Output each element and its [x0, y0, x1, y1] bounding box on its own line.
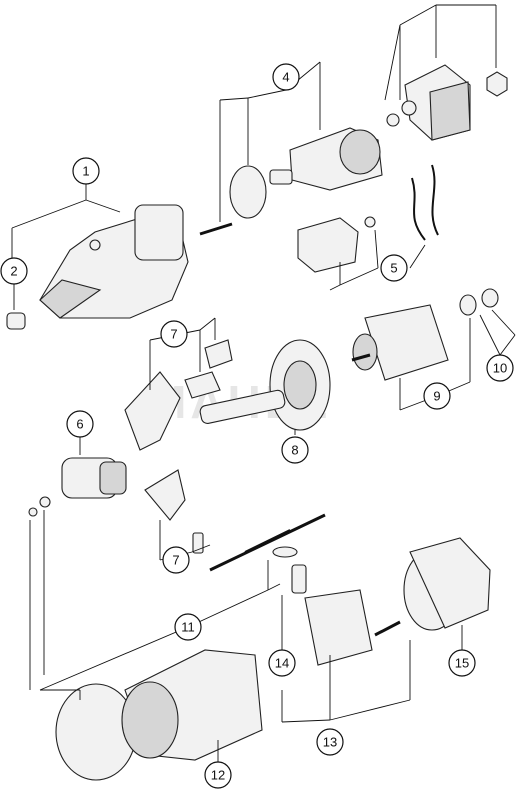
callout-7-top-label: 7 [170, 327, 177, 342]
leader-lines [11, 4, 516, 762]
callout-5-label: 5 [390, 261, 397, 276]
solenoid-switch [199, 127, 383, 236]
through-bolts [209, 513, 326, 572]
callout-1: 1 [72, 157, 100, 185]
stator-yoke [55, 649, 263, 781]
callout-7-bottom: 7 [162, 546, 190, 574]
callout-8-label: 8 [291, 443, 298, 458]
drive-end-housing [39, 204, 189, 319]
washers [459, 288, 499, 316]
callout-4-label: 4 [282, 70, 289, 85]
callout-10: 10 [486, 354, 514, 382]
intermediate-bearing [199, 339, 331, 431]
relay-and-cables [297, 164, 439, 273]
callout-4: 4 [272, 63, 300, 91]
callout-9-label: 9 [433, 389, 440, 404]
callout-14-label: 14 [275, 656, 289, 671]
callout-8: 8 [281, 436, 309, 464]
callout-6: 6 [66, 410, 94, 438]
callout-7-top: 7 [160, 320, 188, 348]
callout-11: 11 [174, 613, 202, 641]
callout-13-label: 13 [323, 735, 337, 750]
callout-2-label: 2 [10, 264, 17, 279]
pinion-drive [28, 457, 127, 517]
commutator-end-cover [403, 537, 491, 631]
solenoid-cover [386, 64, 508, 141]
callout-10-label: 10 [493, 361, 507, 376]
callout-13: 13 [316, 728, 344, 756]
callout-11-label: 11 [181, 620, 195, 635]
armature [351, 304, 449, 381]
callout-5: 5 [380, 254, 408, 282]
callout-7-bottom-label: 7 [172, 553, 179, 568]
callout-14: 14 [268, 649, 296, 677]
callout-1-label: 1 [82, 164, 89, 179]
callout-15: 15 [448, 649, 476, 677]
brush-holder [272, 546, 401, 666]
callout-6-label: 6 [76, 417, 83, 432]
callout-15-label: 15 [455, 656, 469, 671]
callout-2: 2 [0, 257, 28, 285]
callout-12-label: 12 [211, 768, 225, 783]
callout-9: 9 [423, 382, 451, 410]
callout-12: 12 [204, 761, 232, 789]
bushing [6, 312, 26, 330]
shift-fork [124, 339, 233, 554]
